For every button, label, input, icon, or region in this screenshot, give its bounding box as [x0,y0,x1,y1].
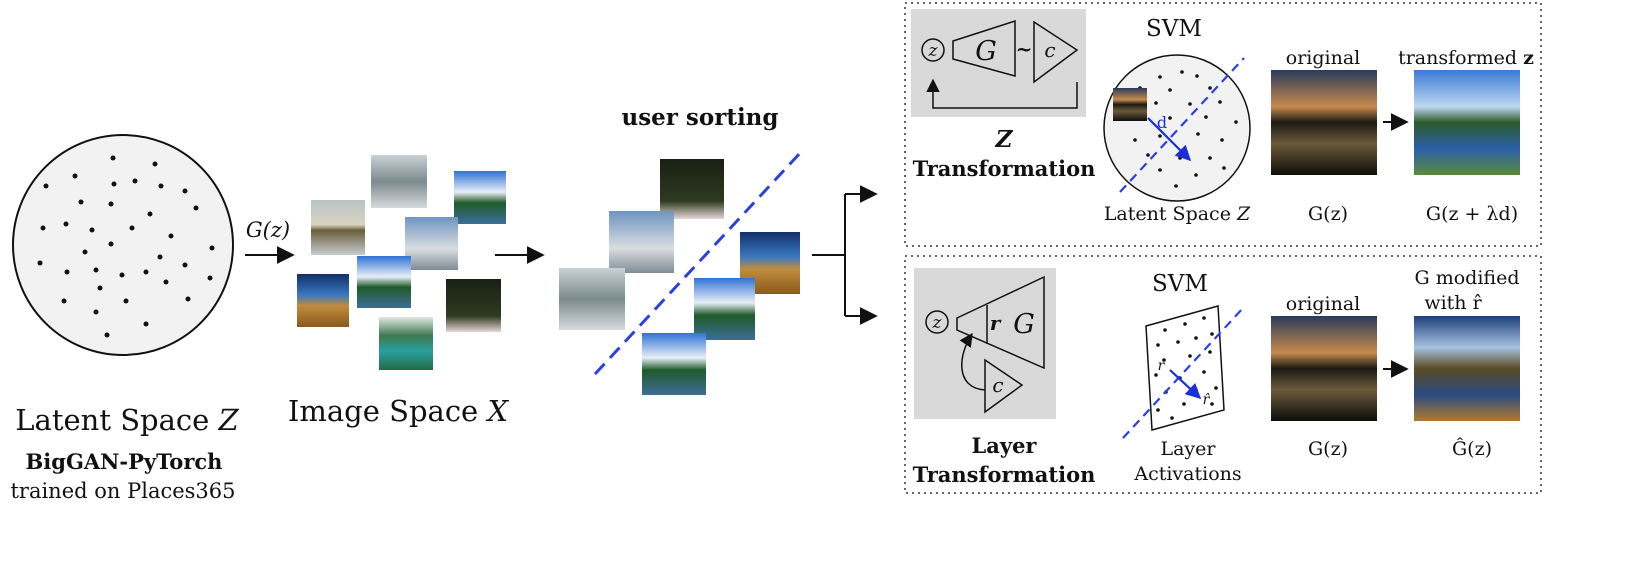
generator-arrow-label: G(z) [246,218,290,242]
branch-connector [812,194,846,316]
layer-caption-2: Transformation [913,462,1096,487]
activation-points [1154,316,1218,420]
latent-space-circle [12,134,234,356]
layer-z-node-label: z [932,313,943,333]
latent-points [37,155,215,338]
z-gz-label: G(z) [1308,203,1348,225]
z-svm-boundary [1119,57,1245,193]
z-original-image [1271,70,1377,175]
layer-transform-panel [904,255,1542,494]
layer-r-small: r [1158,358,1166,374]
user-sorting-title: user sorting [621,104,778,131]
generator-shape [952,19,1016,77]
z-caption: Transformation [913,156,1096,181]
z-svm-title: SVM [1146,16,1202,42]
layer-r-label: r [990,311,1002,335]
layer-modified-2: with r̂ [1424,292,1482,314]
z-direction-arrow [1147,117,1192,162]
layer-classifier-label: c [992,373,1003,397]
z-transformed-image [1414,70,1520,175]
z-svm-circle [1103,54,1251,202]
feedback-loop [926,78,1078,109]
z-node-label: z [928,41,939,61]
z-node [921,38,945,62]
dataset-label: trained on Places365 [10,479,235,503]
classifier-shape [1033,20,1079,84]
z-gz-plus-label: G(z + λd) [1426,203,1518,225]
activation-plane [1145,305,1225,431]
layer-original-image [1271,316,1377,421]
z-direction-label: d [1157,113,1167,132]
layer-classifier-shape [984,358,1024,414]
layer-svm-title: SVM [1152,271,1208,297]
layer-act-1: Layer [1160,438,1216,460]
tilde-label: ~ [1016,37,1033,61]
layer-caption-1: Layer [972,433,1038,458]
sorting-boundary [593,150,803,376]
image-space-title: Image Space X [288,394,510,428]
layer-modified-image [1414,316,1520,421]
z-caption-var: Z [995,126,1014,153]
model-name: BigGAN-PyTorch [26,449,223,474]
z-svm-thumbnail [1113,88,1147,121]
layer-act-2: Activations [1133,463,1241,485]
layer-original-label: original [1286,293,1360,315]
z-transformed-label: transformed z [1398,47,1534,69]
z-svm-points [1126,70,1238,188]
layer-svm-boundary [1122,306,1245,439]
z-space-label: Latent Space Z [1104,203,1251,225]
layer-generator-shape [956,275,1045,370]
layer-gz-label: G(z) [1308,438,1348,460]
sorted-thumbnails [559,159,800,395]
layer-g-label: G [1013,309,1035,340]
image-space-thumbnails [297,155,506,370]
layer-r-hat: r̂ [1203,392,1211,408]
latent-title: Latent Space Z [15,403,239,437]
layer-direction-arrow [1169,369,1202,400]
layer-z-node [925,310,949,334]
z-original-label: original [1286,47,1360,69]
layer-ghat-label: Ĝ(z) [1452,437,1492,460]
layer-modified-1: G modified [1415,267,1520,289]
classifier-label: c [1044,38,1055,62]
generator-label: G [975,36,997,67]
layer-feedback [959,332,986,391]
z-transform-panel [904,2,1542,247]
